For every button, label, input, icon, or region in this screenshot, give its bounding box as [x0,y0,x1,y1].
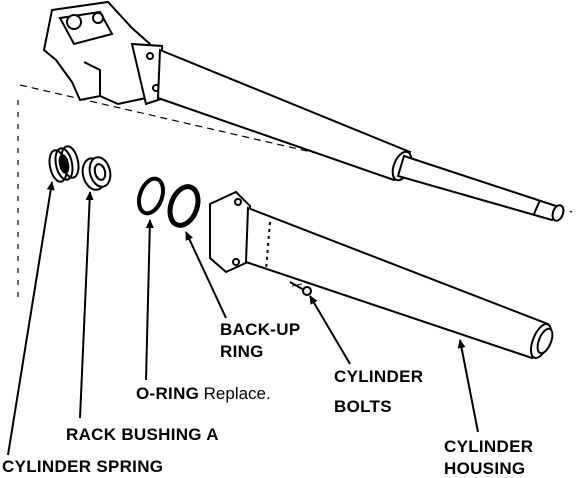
rack-bushing-part [81,156,112,191]
rack-housing-tube [156,48,413,182]
label-rack-bushing: RACK BUSHING A [66,425,219,444]
label-cylinder-housing-line2: HOUSING [444,459,526,478]
label-o-ring: O-RING Replace. [136,385,271,403]
arrow-back-up-ring [185,231,227,319]
arrow-rack-bushing [79,191,94,419]
arrow-o-ring [145,219,154,381]
arrow-cylinder-spring [7,181,55,456]
label-back-up-ring-line1: BACK-UP [220,320,301,339]
o-ring-part [136,176,166,216]
cylinder-housing-part [209,190,554,360]
label-cylinder-bolts-line1: CYLINDER [334,367,424,386]
label-cylinder-bolts-line2: BOLTS [334,397,392,416]
label-cylinder-spring: CYLINDER SPRING [2,457,164,476]
arrow-cylinder-housing [457,339,479,433]
label-o-ring-note: Replace. [203,384,271,403]
rack-shaft [396,154,565,222]
label-o-ring-name: O-RING [136,384,200,403]
steering-gear-housing [42,0,166,106]
arrow-cylinder-bolts [309,295,351,365]
leader-arrows [7,181,479,456]
label-cylinder-housing-line1: CYLINDER [444,437,534,456]
cylinder-spring-part [48,145,80,183]
cylinder-bolt-part [289,281,312,296]
back-up-ring-part [167,184,201,228]
label-back-up-ring-line2: RING [220,342,264,361]
